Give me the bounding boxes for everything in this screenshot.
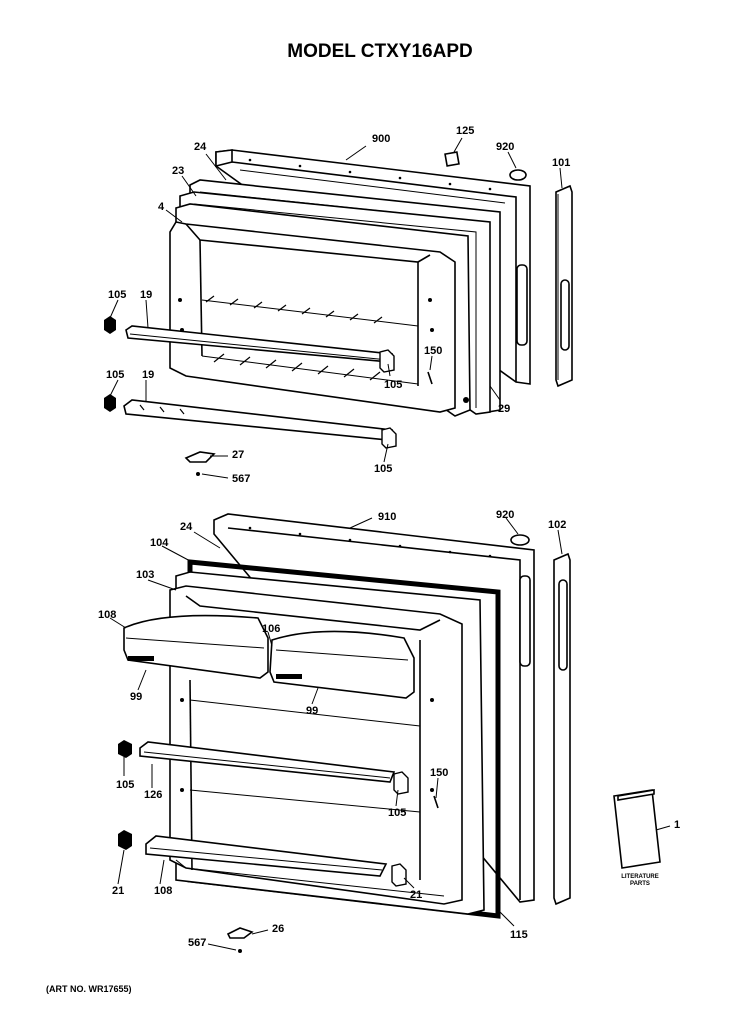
callout-104: 104 [150,537,169,549]
callout-920-top: 920 [496,141,514,153]
callout-567-bottom: 567 [188,937,206,949]
callout-103: 103 [136,569,154,581]
callout-105-d: 105 [374,463,392,475]
door-shelf-bottom [145,835,388,877]
callout-567-top: 567 [232,473,250,485]
dairy-compartment-left [123,614,269,679]
callout-150-bottom: 150 [430,767,448,779]
callout-101: 101 [552,157,570,169]
shelf-bracket [104,316,397,449]
hinge-cam-lower [226,927,254,939]
callout-1: 1 [674,819,680,831]
callout-19-a: 19 [140,289,152,301]
callout-150-top: 150 [424,345,442,357]
hole-plug-lower [510,534,530,546]
callout-23: 23 [172,165,184,177]
callout-108-b: 108 [154,885,172,897]
callout-105-f: 105 [388,807,406,819]
callout-4: 4 [158,201,165,213]
callout-24-top: 24 [194,141,207,153]
freezer-door-assembly [104,149,573,476]
freezer-door-handle [555,184,573,388]
dairy-compartment-right [269,630,415,699]
callout-108-a: 108 [98,609,116,621]
callout-21-b: 21 [410,889,422,901]
callout-910: 910 [378,511,396,523]
callout-27: 27 [232,449,244,461]
callout-920-bottom: 920 [496,509,514,521]
literature-label-1: LITERATURE [621,874,659,880]
art-number: (ART NO. WR17655) [46,984,132,994]
leader-lines [109,137,671,951]
callout-105-a: 105 [108,289,126,301]
callout-24-bottom: 24 [180,521,193,533]
hole-plug [509,169,527,181]
door-shelf-middle [139,741,396,783]
fresh-food-door-assembly [118,513,571,953]
callout-19-b: 19 [142,369,154,381]
callout-105-e: 105 [116,779,134,791]
callout-26: 26 [272,923,284,935]
callout-102: 102 [548,519,566,531]
callout-29: 29 [498,403,510,415]
freezer-inner-liner [169,203,471,417]
callout-125: 125 [456,125,474,137]
callout-105-c: 105 [106,369,124,381]
callout-126: 126 [144,789,162,801]
freezer-shelf-lower [123,399,394,441]
diagram-title: MODEL CTXY16APD [287,41,472,62]
fresh-food-door-handle [553,552,571,906]
hinge-cam [184,451,216,463]
shelf-bracket-fresh [118,740,409,887]
callout-105-b: 105 [384,379,402,391]
cap-plug [444,151,460,167]
callout-115: 115 [510,929,528,941]
callout-99-b: 99 [306,705,318,717]
callout-21-a: 21 [112,885,124,897]
callout-106: 106 [262,623,280,635]
literature-label-2: PARTS [630,881,650,887]
callout-99-a: 99 [130,691,142,703]
literature-parts: LITERATURE PARTS [613,789,661,887]
callout-900: 900 [372,133,390,145]
callout-labels: 900 125 920 101 24 23 4 105 19 150 105 1… [98,125,680,949]
